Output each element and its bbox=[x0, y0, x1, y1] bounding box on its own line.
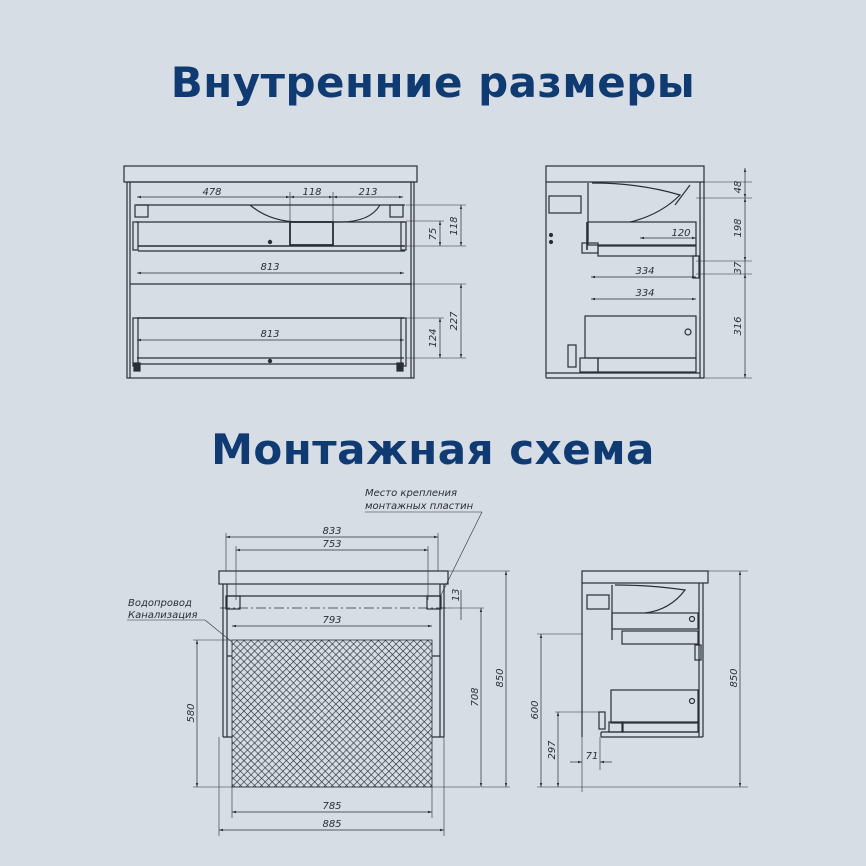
note-pipe-line2: Канализация bbox=[128, 610, 198, 621]
dim-120: 120 bbox=[671, 228, 690, 239]
dim-885: 885 bbox=[322, 819, 341, 830]
front-view-mounting bbox=[127, 511, 510, 836]
section-title-mounting-scheme: Монтажная схема bbox=[211, 425, 655, 474]
dim-850-front: 850 bbox=[495, 668, 506, 687]
dim-753: 753 bbox=[322, 539, 341, 550]
dim-297: 297 bbox=[547, 740, 558, 760]
dim-600: 600 bbox=[530, 700, 541, 719]
dim-316: 316 bbox=[733, 316, 744, 335]
dim-850-side: 850 bbox=[729, 668, 740, 687]
dimension-labels: 478 118 213 813 813 75 118 124 227 120 3… bbox=[128, 181, 744, 830]
dim-793: 793 bbox=[322, 615, 341, 626]
front-view-internal bbox=[123, 165, 466, 379]
note-mount-line2: монтажных пластин bbox=[365, 501, 474, 512]
side-view-mounting bbox=[537, 570, 748, 792]
dim-13: 13 bbox=[451, 589, 462, 602]
dim-478: 478 bbox=[202, 187, 221, 198]
dim-833: 833 bbox=[322, 526, 341, 537]
dim-813-lower: 813 bbox=[260, 329, 279, 340]
dim-75: 75 bbox=[428, 228, 439, 241]
dim-785: 785 bbox=[322, 801, 341, 812]
dim-124: 124 bbox=[428, 328, 439, 347]
dim-580: 580 bbox=[186, 703, 197, 722]
dim-708: 708 bbox=[470, 687, 481, 706]
dim-334-lower: 334 bbox=[635, 288, 654, 299]
dim-198: 198 bbox=[733, 218, 744, 237]
dim-118-right: 118 bbox=[449, 216, 460, 235]
dim-71: 71 bbox=[586, 751, 599, 762]
dim-48: 48 bbox=[733, 181, 744, 194]
dim-37: 37 bbox=[733, 261, 744, 274]
section-title-internal-dimensions: Внутренние размеры bbox=[170, 58, 696, 107]
dim-334-upper: 334 bbox=[635, 266, 654, 277]
note-pipe-line1: Водопровод bbox=[128, 598, 192, 609]
side-view-internal bbox=[545, 165, 752, 379]
dim-813-upper: 813 bbox=[260, 262, 279, 273]
dim-118-top: 118 bbox=[302, 187, 321, 198]
dim-227: 227 bbox=[449, 311, 460, 331]
dim-213: 213 bbox=[358, 187, 377, 198]
note-mount-line1: Место крепления bbox=[365, 488, 457, 499]
